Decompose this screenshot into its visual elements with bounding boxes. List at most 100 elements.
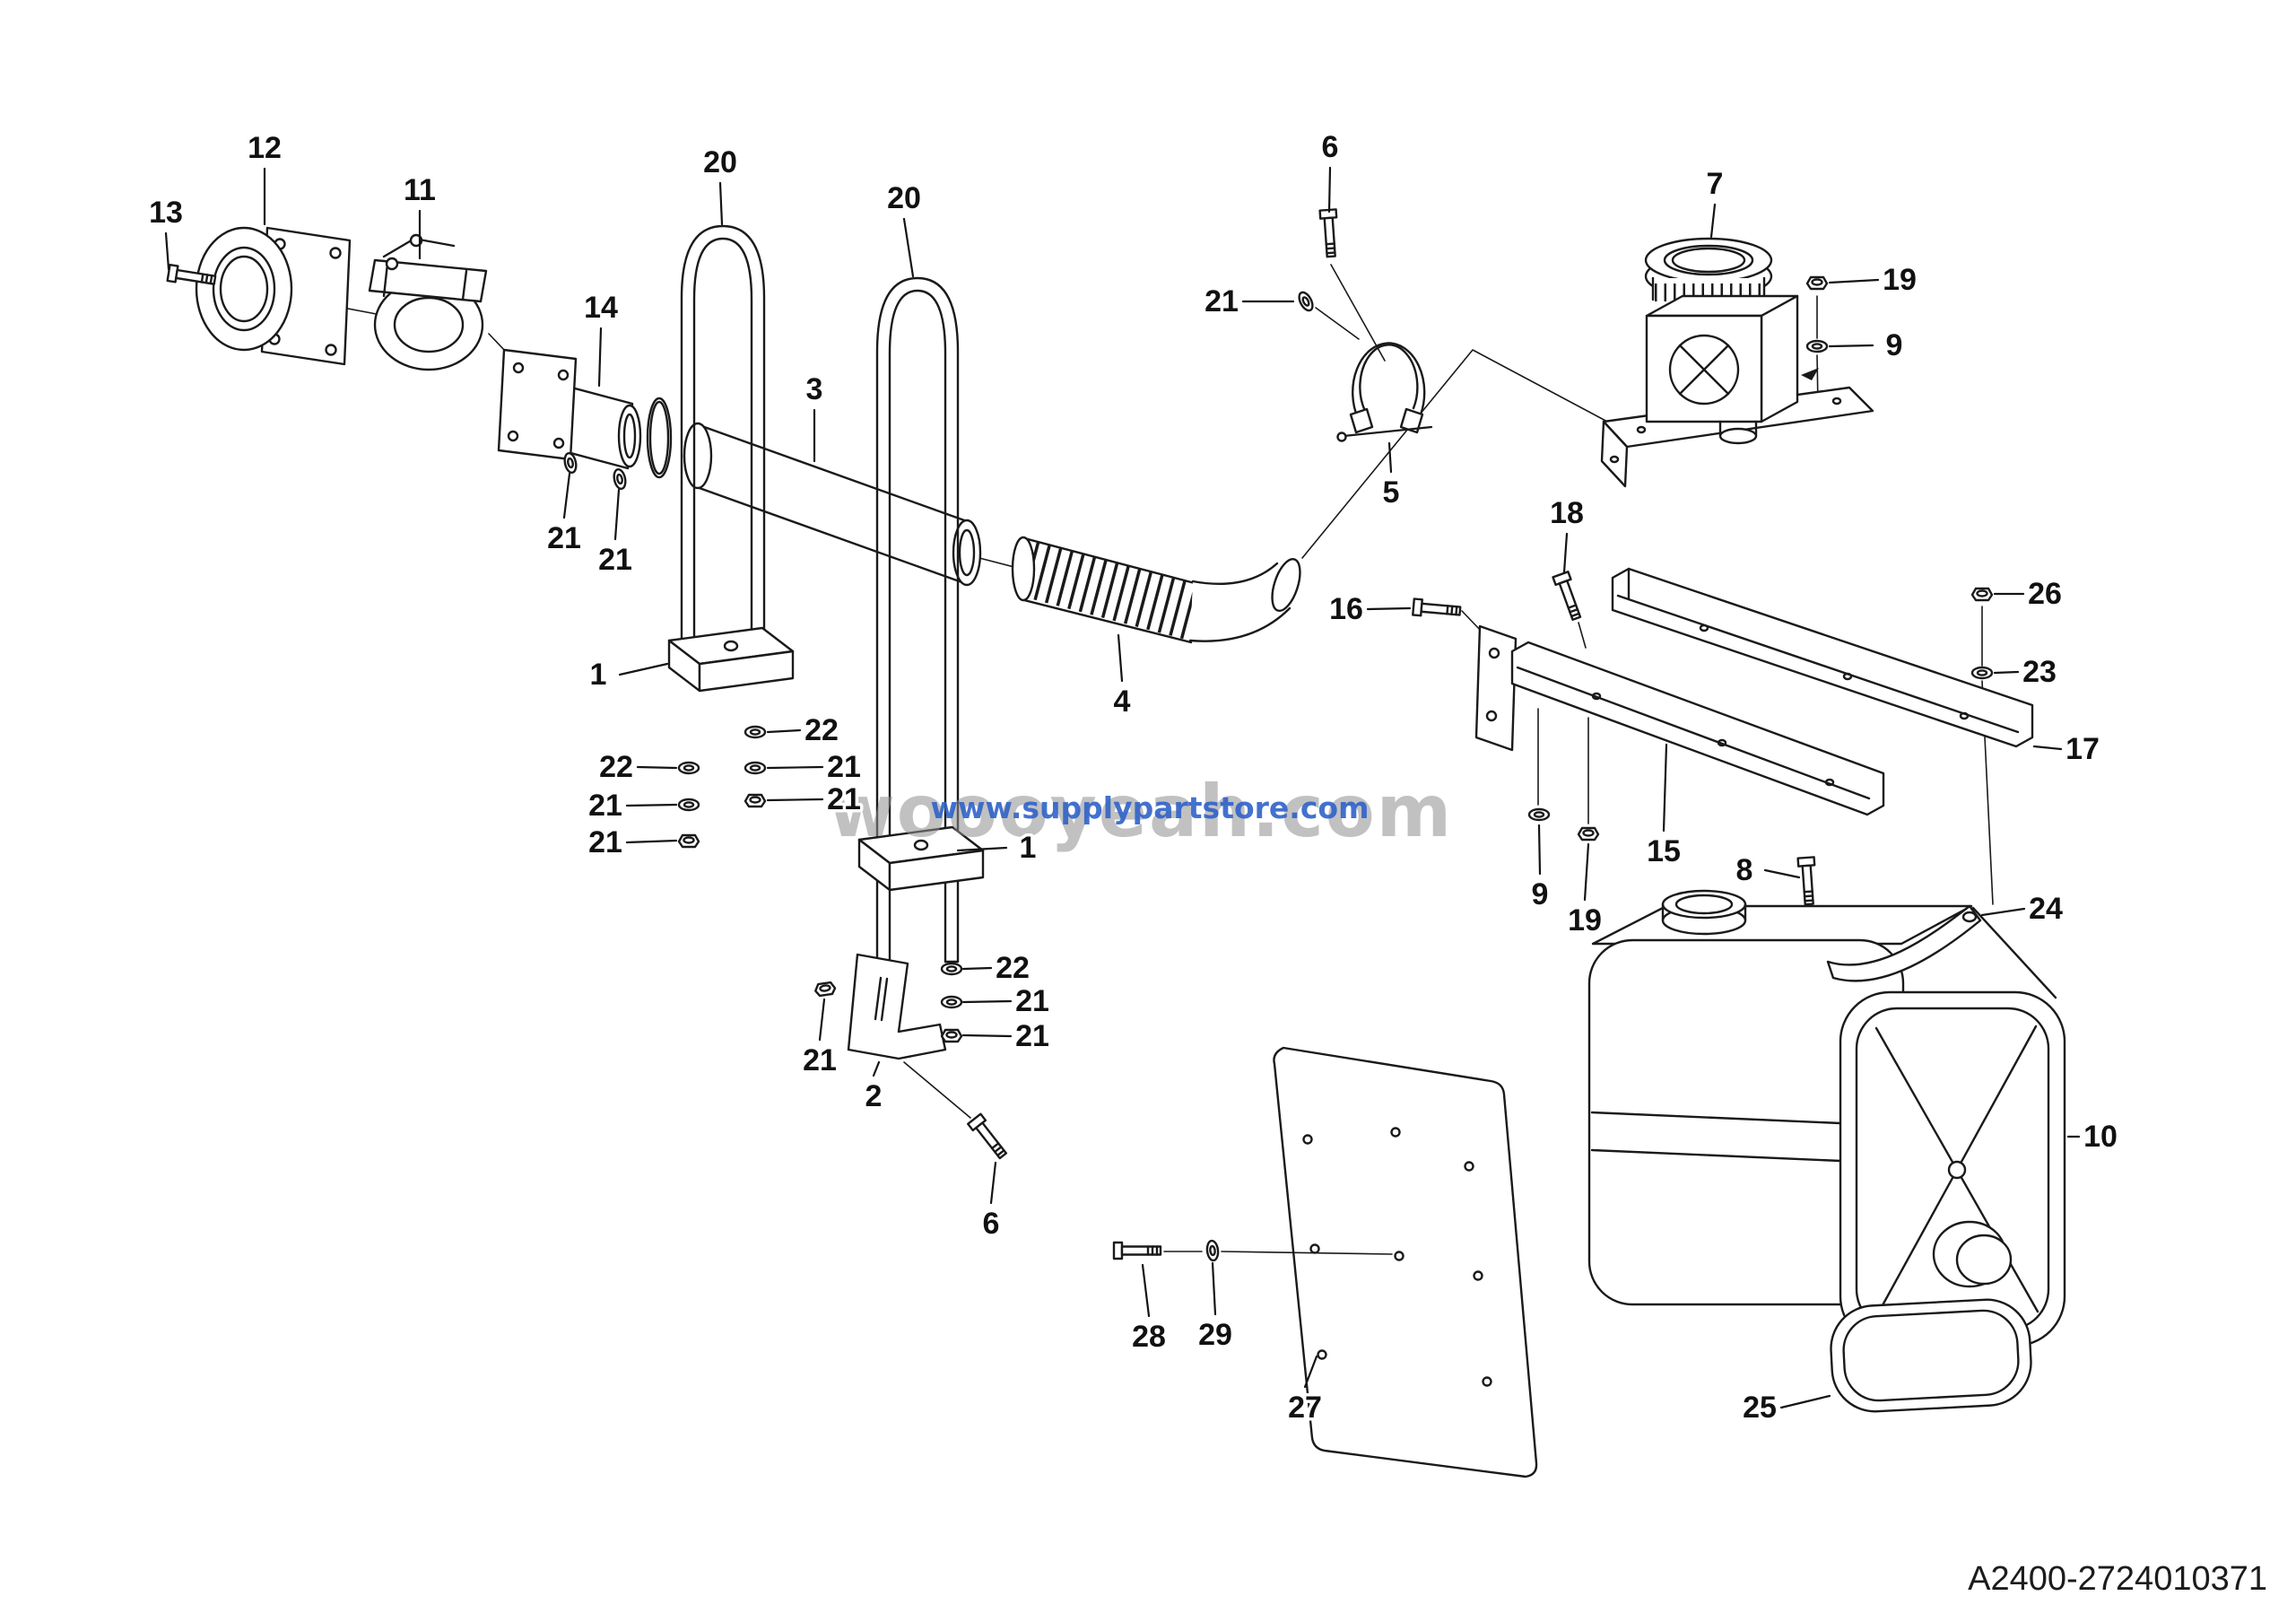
part-21-nut [940, 1028, 963, 1043]
callout-leader [1779, 1394, 1831, 1409]
callout-leader [625, 839, 678, 844]
callout-leader [766, 798, 824, 802]
callout-label-2: 2 [865, 1079, 883, 1113]
part-7-outlet-box [1600, 237, 1874, 488]
part-21-nut [813, 981, 838, 998]
part-11-clamp-assembly [368, 233, 488, 371]
part-1-mount-a [667, 626, 795, 693]
part-20-u-bolt-b [875, 276, 960, 981]
part-17-rail [1611, 567, 2034, 748]
callout-label-29: 29 [1198, 1318, 1232, 1352]
callout-label-8: 8 [1736, 853, 1753, 887]
callout-label-21: 21 [1015, 1019, 1049, 1053]
part-6-bolt [967, 1112, 1011, 1162]
callout-label-11: 11 [404, 173, 436, 207]
callout-label-17: 17 [2066, 732, 2100, 766]
part-10-muffler [1587, 889, 2066, 1347]
callout-label-22: 22 [804, 713, 839, 747]
part-28-bolt [1112, 1241, 1162, 1260]
callout-leader [872, 1060, 881, 1077]
callout-leader [625, 803, 678, 807]
callout-label-27: 27 [1288, 1391, 1322, 1425]
watermark: woooyeah.com www.supplypartstore.com [829, 770, 1451, 853]
callout-leader [1709, 203, 1717, 239]
callout-label-16: 16 [1329, 592, 1363, 626]
callout-leader [636, 765, 678, 770]
callout-label-13: 13 [149, 196, 183, 230]
callout-leader [718, 181, 724, 226]
callout-label-20: 20 [703, 145, 737, 179]
callout-leader [818, 998, 826, 1042]
callout-label-21: 21 [588, 789, 622, 823]
callout-leader [1303, 1355, 1318, 1389]
callout-leader [961, 999, 1013, 1004]
callout-label-5: 5 [1383, 475, 1400, 510]
callout-label-21: 21 [827, 782, 861, 816]
callout-leader [1763, 868, 1801, 879]
callout-label-4: 4 [1114, 685, 1131, 719]
callout-label-21: 21 [547, 521, 581, 555]
callout-label-19: 19 [1568, 903, 1602, 937]
callout-label-22: 22 [599, 750, 633, 784]
callout-label-6: 6 [1322, 130, 1339, 164]
part-2-bracket [847, 953, 947, 1060]
part-21-washer [940, 995, 963, 1009]
callout-leader [2032, 745, 2063, 751]
callout-label-18: 18 [1550, 496, 1584, 530]
part-23-washer [1970, 666, 1994, 680]
callout-leader [1117, 633, 1124, 683]
callout-label-19: 19 [1883, 263, 1917, 297]
part-22-washer [940, 962, 963, 976]
callout-label-20: 20 [887, 181, 921, 215]
part-18-bolt [1552, 571, 1586, 623]
callout-label-21: 21 [803, 1043, 837, 1077]
callout-label-21: 21 [827, 750, 861, 784]
callout-leader [1980, 907, 2026, 917]
part-24-strap [1826, 904, 1982, 982]
part-14-pipe [497, 348, 673, 479]
callout-leader [164, 231, 170, 271]
callout-label-21: 21 [1205, 284, 1239, 318]
part-1-mount-b [857, 825, 985, 892]
callout-leader [1141, 1263, 1151, 1318]
callout-label-24: 24 [2029, 892, 2063, 926]
callout-label-12: 12 [248, 131, 282, 165]
callout-leader [1327, 166, 1332, 214]
part-21-nut [744, 793, 767, 808]
callout-label-15: 15 [1647, 834, 1681, 868]
part-6-bolt [1318, 208, 1341, 258]
callout-label-25: 25 [1743, 1391, 1777, 1425]
part-16-bolt [1412, 597, 1462, 621]
callout-label-9: 9 [1532, 877, 1549, 911]
callout-leader [1583, 842, 1590, 902]
callout-label-21: 21 [598, 543, 632, 577]
assembly-lines-front [1163, 1251, 1393, 1255]
part-21-nut [677, 833, 700, 849]
callout-leader [613, 488, 621, 541]
callout-leader [562, 472, 571, 519]
part-9-washer [1805, 339, 1829, 353]
callout-leader [1387, 441, 1393, 474]
callout-label-1: 1 [590, 658, 607, 692]
callout-leader [1537, 824, 1542, 876]
callout-leader [956, 846, 1008, 852]
part-15-rail [1474, 624, 1885, 816]
callout-label-10: 10 [2083, 1120, 2118, 1154]
part-21-washer [744, 761, 767, 775]
callout-leader [1828, 344, 1874, 348]
callout-label-7: 7 [1707, 167, 1724, 201]
part-5-clamp [1336, 342, 1433, 442]
part-4-flex-pipe [1011, 536, 1301, 644]
callout-leader [766, 728, 802, 734]
callout-leader [961, 966, 993, 971]
callout-label-14: 14 [584, 291, 618, 325]
callout-label-28: 28 [1132, 1320, 1166, 1354]
callout-leader [989, 1161, 997, 1205]
callout-leader [902, 217, 915, 278]
part-19-nut [1805, 275, 1829, 291]
part-25-gasket [1830, 1298, 2032, 1413]
callout-leader [1366, 606, 1412, 611]
callout-label-9: 9 [1886, 328, 1903, 362]
